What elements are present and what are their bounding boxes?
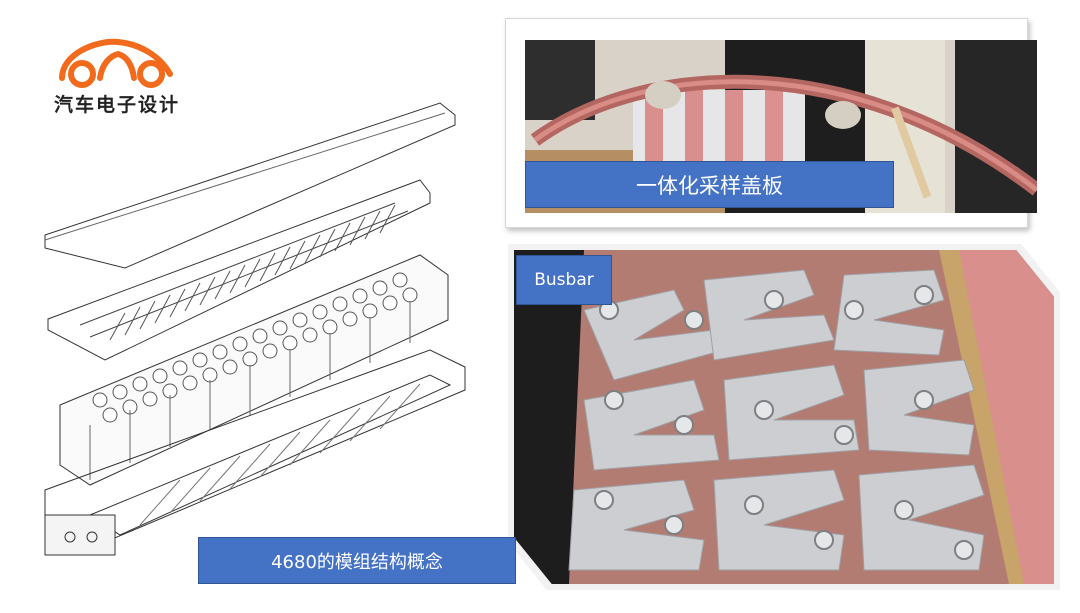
logo-text: 汽车电子设计 [54,94,181,116]
module-structure-caption: 4680的模组结构概念 [198,537,516,584]
sampling-cover-label: 一体化采样盖板 [525,161,894,208]
logo: 汽车电子设计 [48,34,198,116]
busbar-label: Busbar [516,255,612,305]
busbar-photo-frame [508,244,1060,590]
car-logo-icon [59,38,173,88]
battery-module-drawing-icon [30,85,500,565]
busbar-photo-icon [514,250,1054,584]
